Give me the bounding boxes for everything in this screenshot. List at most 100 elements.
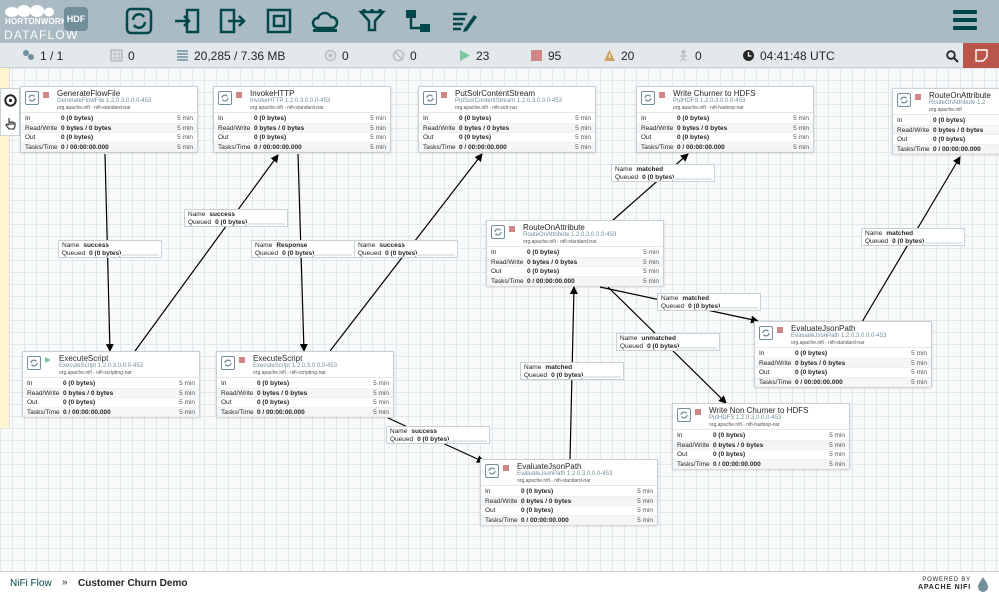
processor-tool-button[interactable] xyxy=(124,6,154,36)
processor-icon xyxy=(491,225,505,239)
connection-name: Response xyxy=(276,242,308,249)
stat-label: Tasks/Time xyxy=(485,516,518,524)
input-port-tool-button[interactable] xyxy=(172,6,202,36)
stat-value: 0 (0 bytes) xyxy=(63,380,96,387)
invalid-value: 20 xyxy=(621,48,635,63)
stat-window: 5 min xyxy=(793,134,809,141)
funnel-tool-button[interactable] xyxy=(357,6,387,36)
processor-name: PutSolrContentStream xyxy=(455,89,536,98)
queued-data-stat: 20,285 / 7.36 MB xyxy=(176,43,285,68)
breadcrumb-bar: NiFi Flow » Customer Churn Demo POWERED … xyxy=(0,571,999,596)
stat-window: 5 min xyxy=(179,389,195,397)
search-icon xyxy=(945,49,959,63)
processor-icon xyxy=(27,356,41,370)
nifi-drop-icon xyxy=(978,577,988,592)
search-button[interactable] xyxy=(941,45,963,67)
processor-bundle: org.apache.nifi - nifi-solr-nar xyxy=(455,105,518,111)
running-state-icon xyxy=(45,357,51,363)
stat-value: 0 (0 bytes) xyxy=(257,380,290,387)
stat-value: 0 / 00:00:00.000 xyxy=(713,460,761,468)
bulletin-board-button[interactable] xyxy=(963,43,999,68)
invalid-stat: 20 xyxy=(603,43,634,68)
stat-window: 5 min xyxy=(637,507,653,514)
connection-line[interactable] xyxy=(134,154,279,352)
apache-nifi-line: APACHE NIFI xyxy=(917,584,971,591)
queue-progress-bar xyxy=(415,254,455,256)
template-tool-button[interactable] xyxy=(403,6,433,36)
stat-label: Read/Write xyxy=(897,126,930,134)
running-stat: 23 xyxy=(458,43,489,68)
stopped-state-icon xyxy=(509,226,515,232)
operate-button[interactable] xyxy=(1,112,19,135)
stat-value: 0 (0 bytes) xyxy=(795,350,828,357)
input-port-icon xyxy=(175,8,200,34)
stopped-state-icon xyxy=(777,327,783,333)
processor-name: ExecuteScript xyxy=(253,354,303,363)
label-tool-button[interactable] xyxy=(449,6,479,36)
process-group-tool-button[interactable] xyxy=(264,6,294,36)
output-port-icon xyxy=(219,8,246,34)
disabled-value: 0 xyxy=(695,48,702,63)
stat-window: 5 min xyxy=(575,124,591,132)
breadcrumb-root-link[interactable]: NiFi Flow xyxy=(10,578,52,589)
queue-progress-bar xyxy=(672,178,712,180)
stat-window: 5 min xyxy=(177,115,193,122)
output-port-tool-button[interactable] xyxy=(218,6,248,36)
stat-label: Read/Write xyxy=(759,359,792,367)
connection-queued: 0 (0 bytes) xyxy=(642,174,675,181)
processor-name: RouteOnAttribute xyxy=(523,223,585,232)
stat-value: 0 (0 bytes) xyxy=(933,117,966,124)
remote-group-tool-button[interactable] xyxy=(310,6,340,36)
processor-bundle: org.apache.nifi - nifi-hadoop-nar xyxy=(709,422,780,428)
processor-icon xyxy=(125,7,153,35)
stat-row-in: In0 (0 bytes)5 min xyxy=(893,116,999,126)
stat-value: 0 (0 bytes) xyxy=(677,134,710,141)
stat-label: Read/Write xyxy=(485,497,518,505)
connection-queued: 0 (0 bytes) xyxy=(551,372,584,379)
stat-window: 5 min xyxy=(829,451,845,458)
stat-window: 5 min xyxy=(643,268,659,275)
stat-window: 5 min xyxy=(911,359,927,367)
stat-window: 5 min xyxy=(829,432,845,439)
navigate-button[interactable] xyxy=(1,89,19,112)
global-menu-button[interactable] xyxy=(953,10,977,32)
stat-label: Out xyxy=(25,134,36,141)
